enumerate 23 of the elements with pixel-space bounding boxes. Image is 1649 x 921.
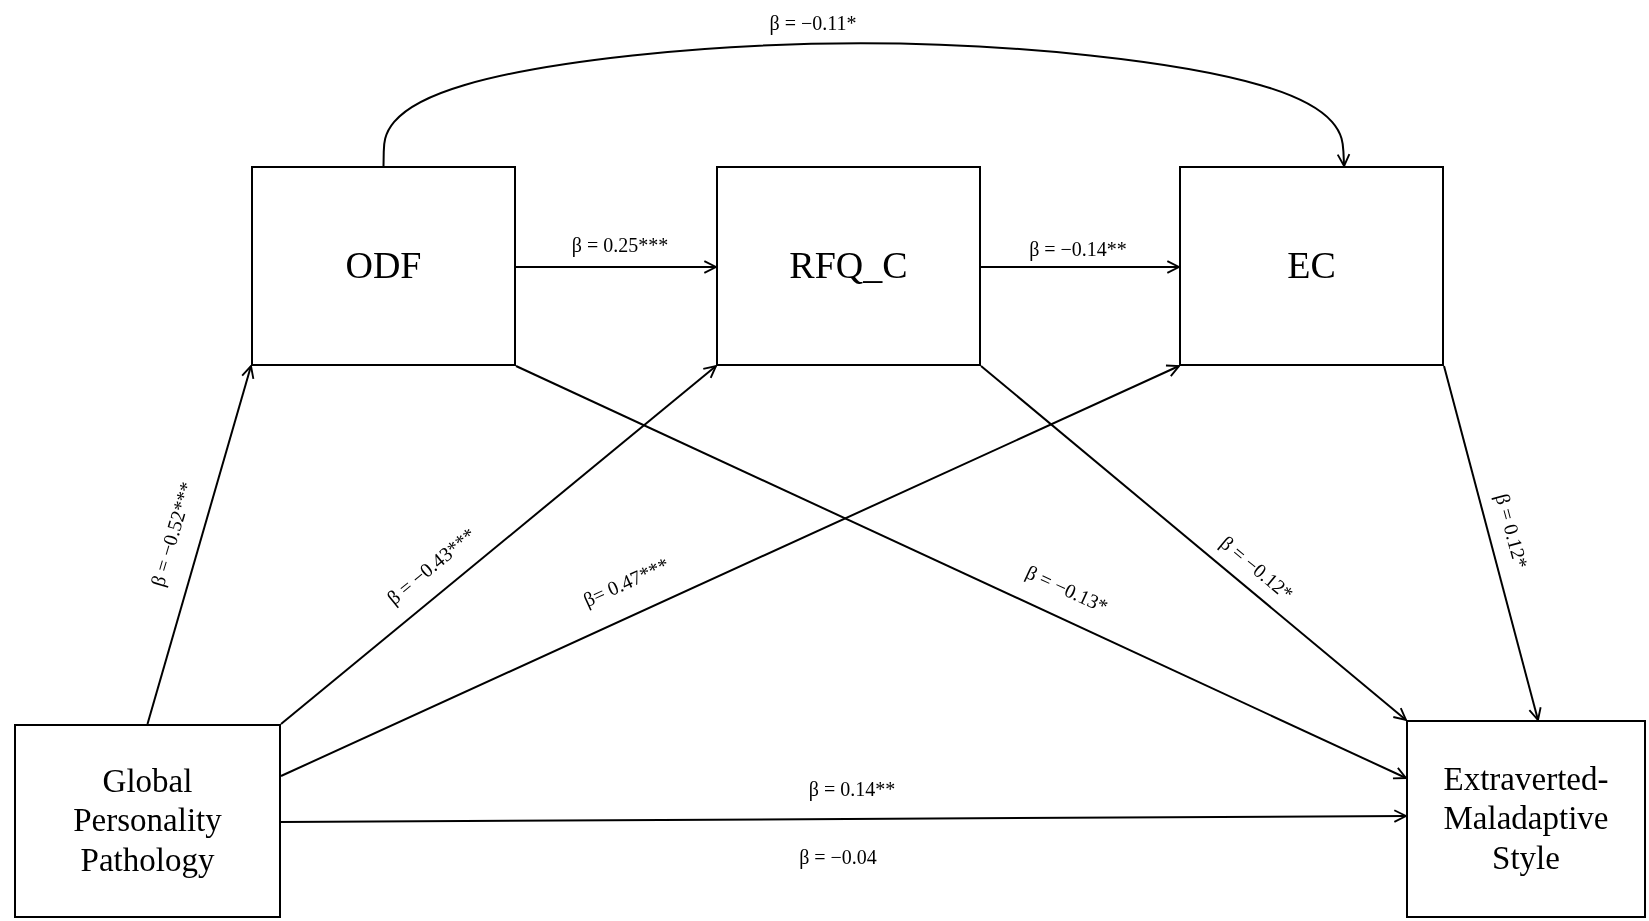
variable-name: ODF: [345, 243, 422, 289]
variable-name: Extraverted-Maladaptive Style: [1442, 759, 1610, 878]
edge-label: β = −0.14**: [1027, 238, 1129, 260]
variable-name: RFQ_C: [789, 243, 908, 289]
arrow: [980, 260, 1180, 274]
arrow: [146, 365, 255, 725]
arrow: [280, 365, 717, 725]
arrow: [1443, 365, 1542, 721]
variable-box: [1406, 720, 1646, 918]
variable-box: [716, 166, 981, 366]
variable-box: [251, 166, 516, 366]
arrow: [280, 809, 1407, 823]
arrow: [980, 365, 1407, 721]
edge-label: β = −0.11*: [767, 12, 859, 34]
arrow: [382, 42, 1351, 167]
coefficient-label: β = −0.04: [797, 846, 879, 868]
variable-name: EC: [1287, 243, 1336, 289]
variable-box: [14, 724, 281, 918]
variable-name: Global Personality Pathology: [72, 761, 223, 880]
variable-box: [1179, 166, 1444, 366]
arrow: [515, 260, 717, 274]
arrow: [515, 365, 1407, 780]
arrow: [280, 364, 1180, 777]
